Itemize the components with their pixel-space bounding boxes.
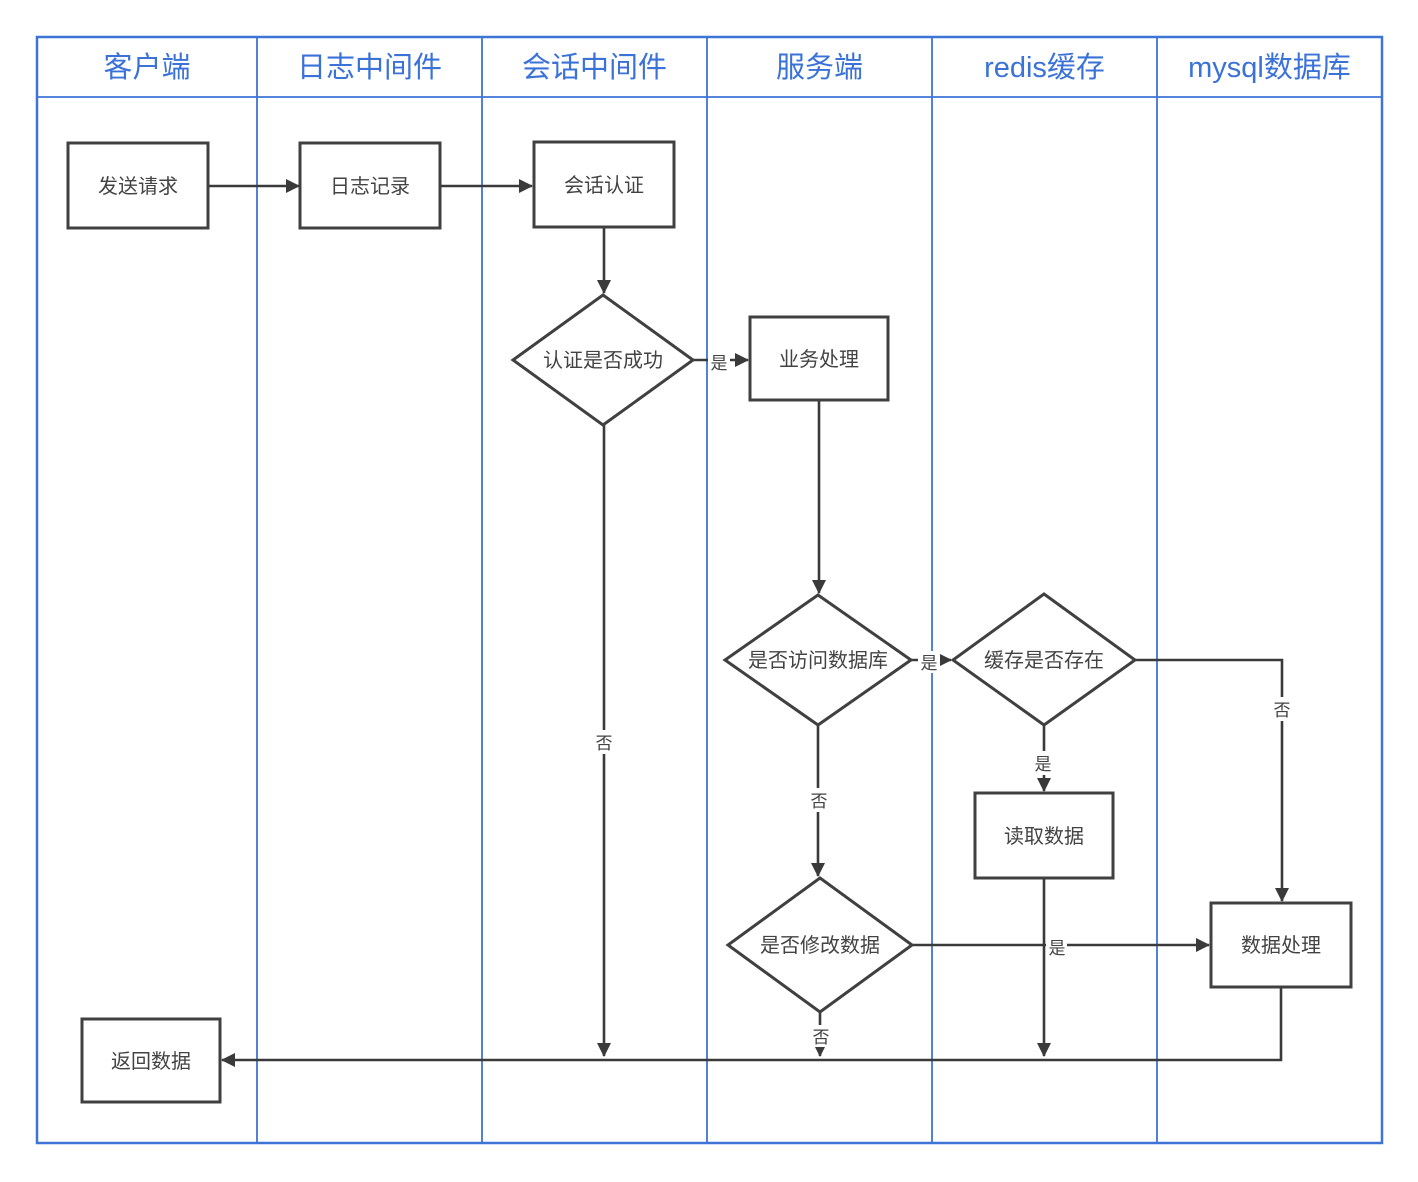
decision-diamond [725, 876, 915, 1014]
edge-label-cache-yes: 是 [1035, 755, 1052, 774]
edge-label-bg [1046, 936, 1067, 958]
node-label: 是否修改数据 [760, 934, 880, 957]
node-modify-data: 是否修改数据 [725, 876, 915, 1014]
edge-label-bg [1271, 697, 1293, 721]
edge-labels: 是 否 是 否 是 否 是 否 [593, 351, 1293, 1047]
node-label: 日志记录 [330, 175, 410, 198]
lane-title-session-middleware: 会话中间件 [522, 51, 667, 84]
node-label: 发送请求 [98, 175, 178, 198]
edge-label-modify-no: 否 [813, 1028, 830, 1047]
lane-title-server: 服务端 [776, 51, 863, 84]
node-label: 是否访问数据库 [748, 649, 888, 672]
process-box [532, 140, 676, 229]
edge-label-bg [708, 351, 730, 373]
node-label: 返回数据 [111, 1050, 191, 1073]
node-label: 会话认证 [564, 174, 644, 197]
node-label: 业务处理 [779, 348, 859, 371]
node-data-process: 数据处理 [1209, 901, 1353, 989]
swimlane-outer-border [35, 35, 1384, 1145]
process-box [298, 141, 442, 230]
decision-diamond [950, 592, 1138, 727]
decision-diamond [722, 593, 914, 727]
edges [208, 179, 1289, 1067]
node-label: 读取数据 [1004, 825, 1084, 848]
edge-label-access-no: 否 [811, 792, 828, 811]
edge-label-cache-no: 否 [1274, 701, 1291, 720]
node-read-data: 读取数据 [973, 791, 1115, 880]
edge-label-bg [810, 1025, 832, 1047]
decision-diamond [510, 293, 696, 427]
node-log-record: 日志记录 [298, 141, 442, 230]
node-business-process: 业务处理 [748, 315, 890, 402]
swimlane-frame [35, 35, 1384, 1145]
process-box [66, 141, 210, 230]
edge-label-modify-yes: 是 [1049, 939, 1066, 958]
lane-title-redis: redis缓存 [984, 51, 1105, 84]
process-box [973, 791, 1115, 880]
edge-process-to-return [221, 987, 1283, 1067]
edge-label-bg [808, 788, 830, 812]
process-box [1209, 901, 1353, 989]
edge-cache-no-to-process [1135, 658, 1289, 902]
node-session-auth: 会话认证 [532, 140, 676, 229]
node-cache-exists: 缓存是否存在 [950, 592, 1138, 727]
node-label: 数据处理 [1241, 934, 1321, 957]
edge-label-bg [593, 730, 615, 754]
node-label: 缓存是否存在 [984, 649, 1104, 672]
edge-label-access-yes: 是 [921, 654, 938, 673]
edge-label-auth-no: 否 [596, 734, 613, 753]
node-auth-check: 认证是否成功 [510, 293, 696, 427]
edge-label-auth-yes: 是 [711, 354, 728, 373]
lane-title-log-middleware: 日志中间件 [297, 51, 442, 84]
lane-title-client: 客户端 [103, 51, 190, 84]
node-label: 认证是否成功 [543, 349, 663, 372]
edge-label-bg [918, 651, 940, 673]
process-box [80, 1017, 222, 1104]
edge-label-bg [1032, 751, 1054, 775]
node-send-request: 发送请求 [66, 141, 210, 230]
node-return-data: 返回数据 [80, 1017, 222, 1104]
process-box [748, 315, 890, 402]
node-access-db: 是否访问数据库 [722, 593, 914, 727]
lane-headers: 客户端 日志中间件 会话中间件 服务端 redis缓存 mysql数据库 [103, 51, 1350, 84]
lane-title-mysql: mysql数据库 [1188, 51, 1351, 84]
nodes: 发送请求 日志记录 会话认证 认证是否成功 业务处理 是否访问数据库 [66, 140, 1353, 1104]
